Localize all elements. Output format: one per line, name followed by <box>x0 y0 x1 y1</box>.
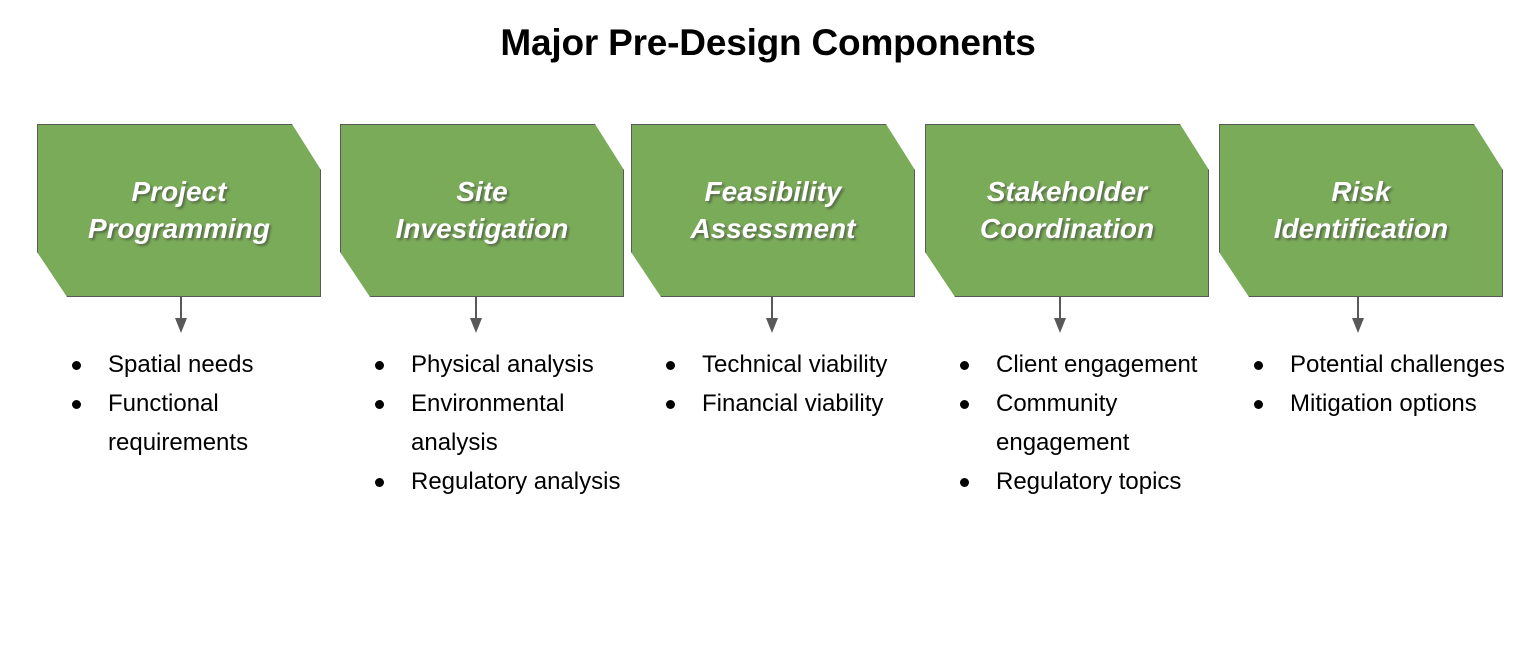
pentagon-fill <box>1219 124 1503 297</box>
list-item: Technical viability <box>664 345 919 384</box>
list-item: Regulatory topics <box>958 462 1213 501</box>
list-item: Regulatory analysis <box>373 462 628 501</box>
list-item: Environmental analysis <box>373 384 628 462</box>
bullet-list-site-investigation: Physical analysis Environmental analysis… <box>373 345 628 501</box>
list-item: Client engagement <box>958 345 1213 384</box>
down-arrow-icon <box>763 297 781 333</box>
page-title: Major Pre-Design Components <box>500 22 1036 63</box>
bullet-list-project-programming: Spatial needs Functional requirements <box>70 345 325 462</box>
list-item: Potential challenges <box>1252 345 1507 384</box>
list-item: Mitigation options <box>1252 384 1507 423</box>
bullet-list-risk-identification: Potential challenges Mitigation options <box>1252 345 1507 423</box>
down-arrow-icon <box>1051 297 1069 333</box>
down-arrow-icon <box>172 297 190 333</box>
bullet-list-stakeholder-coordination: Client engagement Community engagement R… <box>958 345 1213 501</box>
list-item: Spatial needs <box>70 345 325 384</box>
list-item: Community engagement <box>958 384 1213 462</box>
pentagon-fill <box>37 124 321 297</box>
pentagon-fill <box>340 124 624 297</box>
list-item: Financial viability <box>664 384 919 423</box>
down-arrow-icon <box>1349 297 1367 333</box>
bullet-list-feasibility-assessment: Technical viability Financial viability <box>664 345 919 423</box>
pentagon-fill <box>925 124 1209 297</box>
list-item: Functional requirements <box>70 384 325 462</box>
list-item: Physical analysis <box>373 345 628 384</box>
pentagon-fill <box>631 124 915 297</box>
down-arrow-icon <box>467 297 485 333</box>
